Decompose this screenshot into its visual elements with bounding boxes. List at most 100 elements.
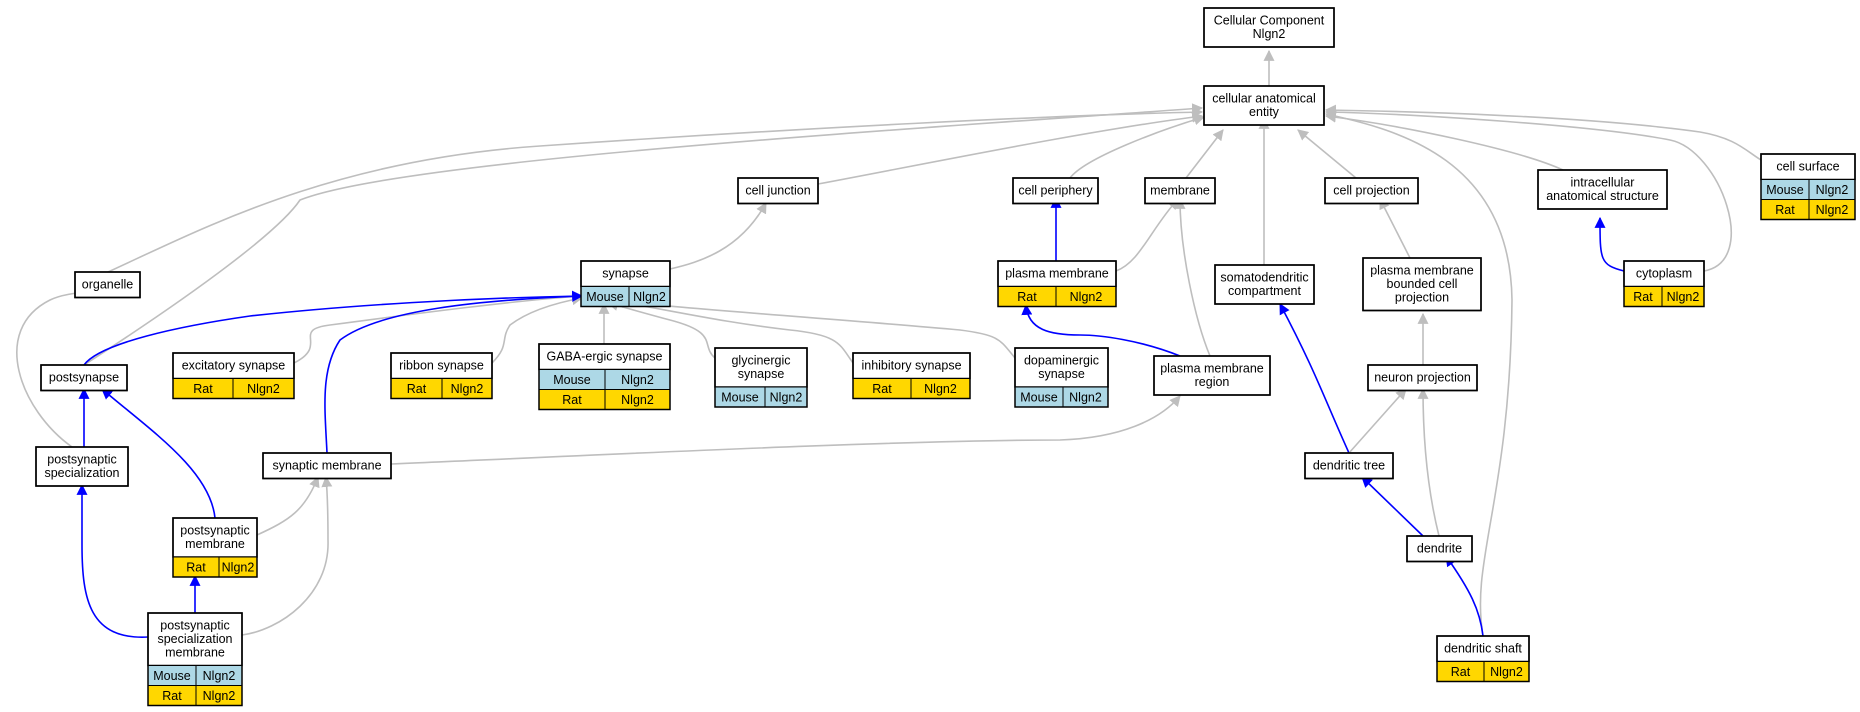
edge-dendrite-to-neuron-projection: [1417, 387, 1440, 537]
edge-pm-region-to-membrane: [1174, 197, 1211, 357]
node-inhibitory-gene-label: Nlgn2: [924, 382, 957, 396]
node-cell-periphery-label-line: cell periphery: [1018, 184, 1093, 198]
node-organelle-outline: [74, 271, 141, 299]
node-cell-surface-gene-label: Nlgn2: [1816, 203, 1849, 217]
edge-postsynapse-to-cae: [83, 103, 1204, 366]
node-psm-label-line: specialization: [157, 632, 232, 646]
node-plasma-membrane-gene-label: Nlgn2: [1070, 290, 1103, 304]
node-membrane[interactable]: membrane: [1144, 177, 1216, 205]
node-postsyn-membrane-label-box: [172, 517, 258, 558]
node-cc-root-label-line: Cellular Component: [1214, 14, 1325, 28]
node-neuron-projection-outline: [1367, 364, 1478, 392]
node-dendritic-tree-label-box: [1304, 452, 1394, 480]
edge-psm-to-synaptic-membrane: [241, 475, 333, 636]
edge-synaptic-membrane-to-synapse: [324, 290, 584, 454]
node-cell-projection[interactable]: cell projection: [1324, 177, 1419, 205]
node-cell-surface-species-label: Rat: [1775, 203, 1795, 217]
node-postsynapse[interactable]: postsynapse: [40, 364, 128, 392]
node-synapse-outline: [580, 260, 671, 308]
edge-dendrite-to-dendritic-tree: [1361, 476, 1424, 537]
edge-pm-region-to-plasma-membrane: [1021, 303, 1181, 357]
node-organelle[interactable]: organelle: [74, 271, 141, 299]
node-ribbon-label-line: ribbon synapse: [399, 359, 484, 373]
node-cytoplasm-gene-label: Nlgn2: [1667, 290, 1700, 304]
edge-membrane-to-cae: [1185, 129, 1224, 179]
node-excitatory-outline: [172, 352, 295, 400]
node-synapse-label-line: synapse: [602, 267, 649, 281]
node-cell-projection-outline: [1324, 177, 1419, 205]
edge-plasma-membrane-to-membrane: [1115, 198, 1179, 272]
node-inhibitory-outline: [852, 352, 971, 400]
node-synaptic-membrane[interactable]: synaptic membrane: [262, 452, 392, 480]
node-psm-species-label: Mouse: [153, 669, 191, 683]
node-dopaminergic-label-line: synapse: [1038, 367, 1085, 381]
node-inhibitory-species-label: Rat: [872, 382, 892, 396]
edge-intracellular-to-cae: [1324, 111, 1564, 171]
node-psm-gene-label: Nlgn2: [203, 669, 236, 683]
node-gaba-outline: [538, 343, 671, 411]
node-dopaminergic-gene-label: Nlgn2: [1069, 391, 1102, 405]
node-psm-species-label: Rat: [162, 689, 182, 703]
node-cytoplasm-species-label: Rat: [1633, 290, 1653, 304]
node-cell-surface-species-label: Mouse: [1766, 183, 1804, 197]
node-glycinergic-species-label: Mouse: [721, 391, 759, 405]
node-ribbon-gene-label: Nlgn2: [451, 382, 484, 396]
node-pm-bounded-label-line: plasma membrane: [1370, 264, 1474, 278]
edges-layer: [16, 49, 1762, 638]
node-pm-region-label-line: region: [1195, 375, 1230, 389]
node-neuron-projection[interactable]: neuron projection: [1367, 364, 1478, 392]
node-dendrite[interactable]: dendrite: [1406, 535, 1473, 563]
node-dopaminergic-outline: [1014, 347, 1109, 408]
node-glycinergic-label-line: glycinergic: [731, 354, 790, 368]
edge-inhibitory-to-synapse: [612, 297, 854, 364]
node-intracellular-outline: [1537, 169, 1668, 210]
node-synaptic-membrane-label-line: synaptic membrane: [272, 459, 381, 473]
node-somatodendritic-label-line: compartment: [1228, 284, 1301, 298]
node-postsyn-membrane-outline: [172, 517, 258, 578]
node-dendrite-label-line: dendrite: [1417, 542, 1462, 556]
edge-excitatory-to-synapse: [293, 291, 584, 364]
node-postsynapse-outline: [40, 364, 128, 392]
node-cell-surface-outline: [1760, 153, 1856, 221]
node-cytoplasm-outline: [1623, 260, 1705, 308]
node-pm-bounded-label-box: [1362, 257, 1482, 312]
node-cae-label-box: [1203, 85, 1325, 126]
node-pm-region-label-line: plasma membrane: [1160, 362, 1264, 376]
node-dendritic-tree[interactable]: dendritic tree: [1304, 452, 1394, 480]
node-postsyn-spec-label-line: specialization: [44, 466, 119, 480]
edge-postsynapse-to-synapse: [83, 290, 584, 366]
node-dendritic-shaft-label-line: dendritic shaft: [1444, 642, 1522, 656]
node-cell-periphery[interactable]: cell periphery: [1012, 177, 1099, 205]
edge-postsyn-membrane-to-postsynapse: [101, 388, 216, 519]
edge-synaptic-membrane-to-pm-region: [390, 395, 1181, 465]
node-excitatory-gene-label: Nlgn2: [247, 382, 280, 396]
node-psm-label-line: postsynaptic: [160, 619, 229, 633]
node-ribbon-species-label: Rat: [407, 382, 427, 396]
node-glycinergic-label-line: synapse: [738, 367, 785, 381]
edge-cell-periphery-to-cae: [1069, 114, 1206, 179]
node-cell-junction[interactable]: cell junction: [737, 177, 819, 205]
edge-cytoplasm-to-cae: [1324, 106, 1732, 272]
